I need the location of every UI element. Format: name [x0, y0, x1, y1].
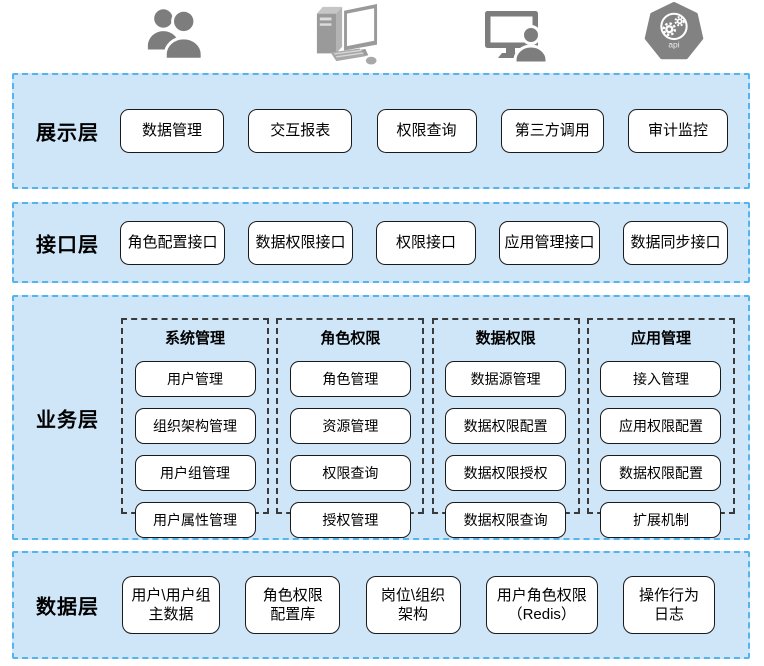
presentation-layer-band: 展示层 数据管理 交互报表 权限查询 第三方调用 审计监控: [12, 73, 750, 189]
diagram-node: 授权管理: [289, 502, 411, 538]
api-icon-label: api: [668, 39, 679, 49]
api-icon: api: [644, 2, 704, 62]
data-layer-boxes: 用户\用户组 主数据 角色权限 配置库 岗位\组织 架构 用户角色权限 （Red…: [122, 576, 715, 634]
users-icon: [144, 7, 206, 61]
diagram-node: 扩展机制: [600, 502, 722, 538]
diagram-node: 用户属性管理: [134, 502, 256, 538]
group-role-permission: 角色权限 角色管理 资源管理 权限查询 授权管理: [276, 318, 425, 538]
diagram-node: 数据源管理: [445, 361, 567, 397]
diagram-node: 用户\用户组 主数据: [122, 576, 220, 634]
diagram-node: 权限查询: [376, 109, 477, 153]
diagram-node: 数据权限接口: [248, 220, 353, 265]
diagram-node: 权限查询: [289, 455, 411, 491]
diagram-node: 数据权限配置: [600, 455, 722, 491]
diagram-node: 用户管理: [134, 361, 256, 397]
diagram-node: 数据权限查询: [445, 502, 567, 538]
data-layer-label: 数据层: [36, 596, 99, 619]
group-title: 角色权限: [320, 330, 381, 347]
diagram-node: 角色管理: [289, 361, 411, 397]
diagram-node: 岗位\组织 架构: [365, 576, 461, 634]
diagram-node: 角色权限 配置库: [245, 576, 341, 634]
presentation-layer-boxes: 数据管理 交互报表 权限查询 第三方调用 审计监控: [120, 109, 728, 153]
diagram-node: 角色配置接口: [120, 220, 225, 265]
diagram-node: 组织架构管理: [134, 408, 256, 444]
group-title: 应用管理: [630, 330, 691, 347]
monitor-with-user-icon: [484, 9, 549, 65]
interface-layer-boxes: 角色配置接口 数据权限接口 权限接口 应用管理接口 数据同步接口: [120, 220, 728, 265]
diagram-node: 审计监控: [628, 109, 728, 153]
business-layer-label: 业务层: [36, 409, 99, 431]
business-layer-groups: 系统管理 用户管理 组织架构管理 用户组管理 用户属性管理 角色权限 角色管理 …: [121, 318, 735, 538]
diagram-node: 数据管理: [120, 109, 224, 153]
group-title: 系统管理: [164, 330, 225, 347]
desktop-computer-icon: [311, 2, 381, 66]
diagram-node: 用户角色权限 （Redis）: [485, 576, 598, 634]
diagram-node: 数据权限授权: [445, 455, 567, 491]
group-data-permission: 数据权限 数据源管理 数据权限配置 数据权限授权 数据权限查询: [431, 318, 580, 538]
diagram-node: 应用权限配置: [600, 408, 722, 444]
group-title: 数据权限: [475, 330, 536, 347]
diagram-node: 数据同步接口: [623, 220, 728, 265]
presentation-layer-label: 展示层: [36, 122, 99, 145]
group-app-management: 应用管理 接入管理 应用权限配置 数据权限配置 扩展机制: [586, 318, 735, 538]
data-layer-band: 数据层 用户\用户组 主数据 角色权限 配置库 岗位\组织 架构 用户角色权限 …: [12, 551, 750, 659]
interface-layer-band: 接口层 角色配置接口 数据权限接口 权限接口 应用管理接口 数据同步接口: [12, 202, 750, 283]
business-layer-band: 业务层 系统管理 用户管理 组织架构管理 用户组管理 用户属性管理 角色权限 角…: [12, 295, 750, 540]
interface-layer-label: 接口层: [36, 234, 99, 256]
group-system-management: 系统管理 用户管理 组织架构管理 用户组管理 用户属性管理: [121, 318, 269, 538]
diagram-node: 应用管理接口: [499, 220, 600, 265]
diagram-node: 第三方调用: [500, 109, 604, 153]
diagram-node: 交互报表: [248, 109, 353, 153]
diagram-node: 资源管理: [289, 408, 411, 444]
diagram-node: 权限接口: [376, 220, 476, 265]
diagram-node: 接入管理: [600, 361, 722, 397]
diagram-node: 数据权限配置: [445, 408, 567, 444]
diagram-node: 用户组管理: [134, 455, 256, 491]
diagram-node: 操作行为 日志: [623, 576, 715, 634]
